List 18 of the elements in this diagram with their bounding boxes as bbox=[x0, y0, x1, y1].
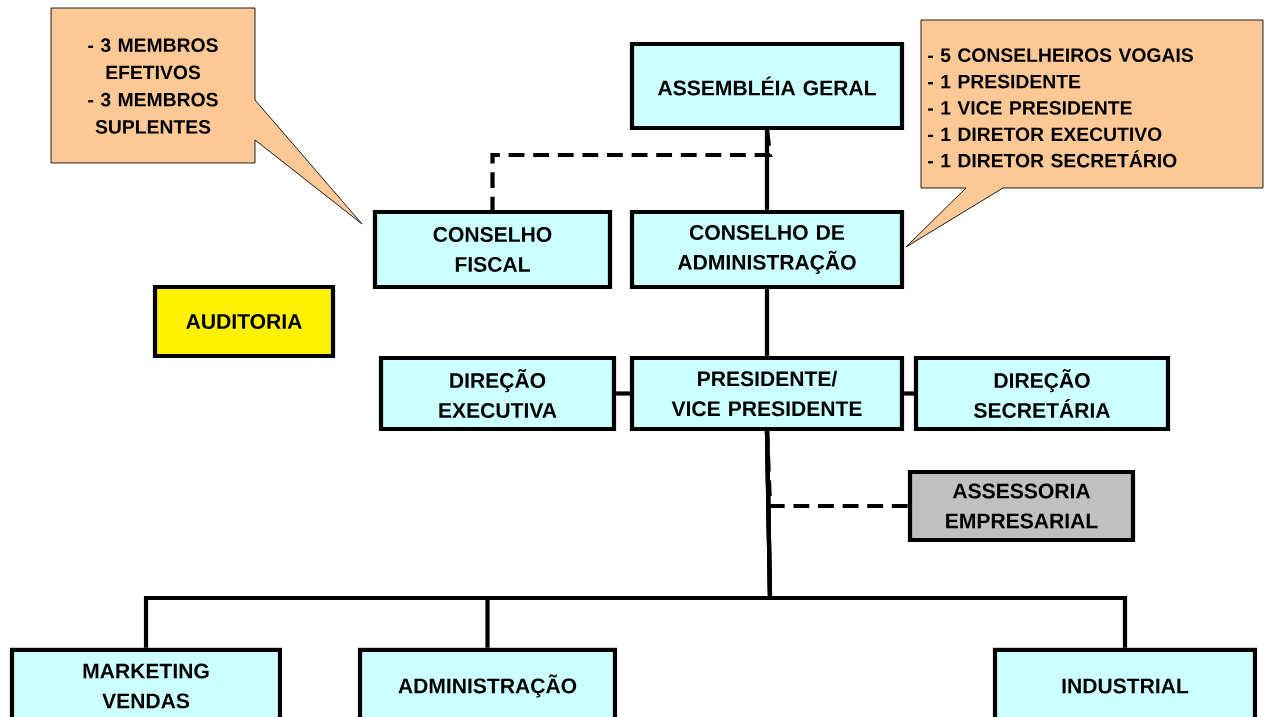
connector bbox=[490, 129, 773, 210]
connector bbox=[764, 431, 1128, 648]
connector bbox=[616, 391, 630, 396]
org-box: ASSESSORIA EMPRESARIAL bbox=[907, 469, 1136, 543]
org-box: AUDITORIA bbox=[152, 284, 336, 359]
org-box: CONSELHO FISCAL bbox=[372, 209, 613, 290]
org-box: PRESIDENTE/ VICE PRESIDENTE bbox=[629, 355, 905, 432]
connector bbox=[904, 391, 914, 396]
org-box: CONSELHO DE ADMINISTRAÇÃO bbox=[629, 209, 905, 290]
callout: - 5 CONSELHEIROS VOGAIS - 1 PRESIDENTE - 1 VICE PRESIDENTE - 1 DIRETOR EXECUTIVO - 1 DIRETOR SECRETÁRIO bbox=[905, 19, 1264, 248]
org-box: MARKETING VENDAS bbox=[9, 647, 283, 717]
org-box: DIREÇÃO EXECUTIVA bbox=[378, 355, 617, 432]
callout: - 3 MEMBROS EFETIVOS - 3 MEMBROS SUPLENTES bbox=[50, 7, 363, 225]
org-box: ADMINISTRAÇÃO bbox=[357, 647, 618, 717]
connector bbox=[764, 289, 770, 356]
org-box: INDUSTRIAL bbox=[992, 647, 1258, 717]
org-box: ASSEMBLÉIA GERAL bbox=[629, 41, 905, 131]
org-box: DIREÇÃO SECRETÁRIA bbox=[913, 355, 1171, 432]
